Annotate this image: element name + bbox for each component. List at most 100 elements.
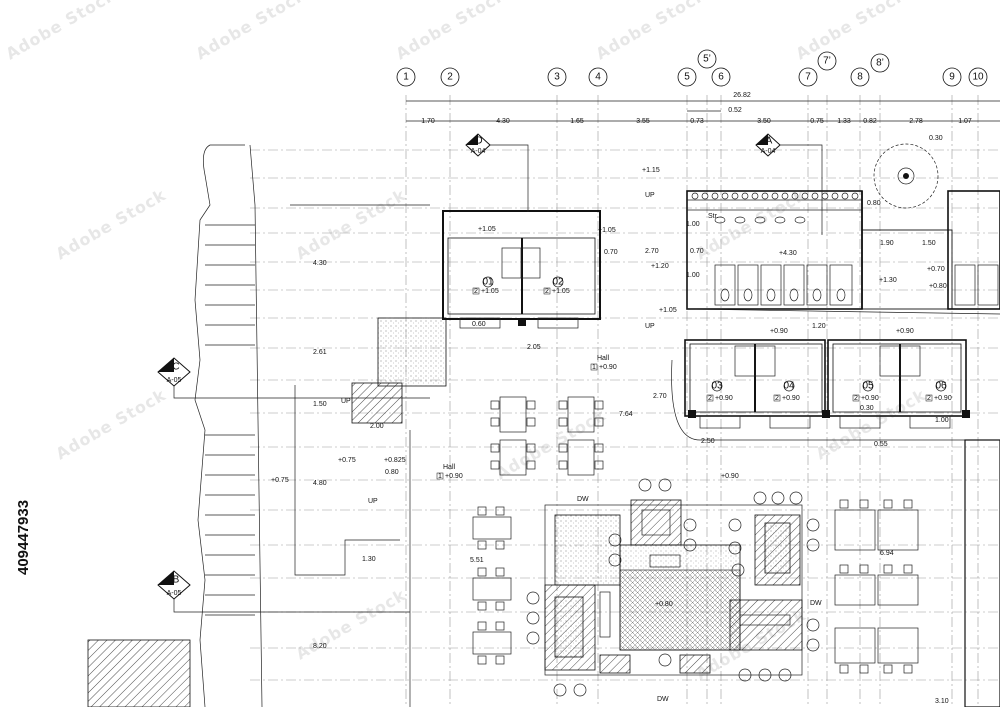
svg-text:+0.90: +0.90 xyxy=(445,473,463,480)
svg-text:+1.05: +1.05 xyxy=(478,226,496,233)
toilet-stalls xyxy=(714,264,853,306)
watermark-text: Adobe Stock xyxy=(53,185,170,263)
svg-text:05: 05 xyxy=(862,381,874,392)
svg-text:6.94: 6.94 xyxy=(880,550,894,557)
watermark-text: Adobe Stock xyxy=(393,0,510,63)
room-05: 05 2+0.90 xyxy=(852,381,879,402)
svg-text:3.50: 3.50 xyxy=(757,118,771,125)
svg-text:+0.70: +0.70 xyxy=(927,266,945,273)
svg-text:2.00: 2.00 xyxy=(370,423,384,430)
svg-text:C: C xyxy=(172,362,179,373)
svg-text:0.60: 0.60 xyxy=(472,321,486,328)
svg-text:+0.825: +0.825 xyxy=(384,457,406,464)
svg-text:0.30: 0.30 xyxy=(929,135,943,142)
watermark-text: Adobe Stock xyxy=(793,0,910,63)
svg-text:26.82: 26.82 xyxy=(733,92,751,99)
svg-text:+0.90: +0.90 xyxy=(599,364,617,371)
svg-text:8’: 8’ xyxy=(876,58,884,69)
svg-text:2.70: 2.70 xyxy=(653,393,667,400)
svg-text:2.05: 2.05 xyxy=(527,344,541,351)
grid-bubble-9: 9 xyxy=(942,67,962,87)
grid-bubbles: 1 2 3 4 5 5’ 6 7 7’ 8 8’ 9 10 xyxy=(396,49,988,87)
svg-text:2: 2 xyxy=(927,395,931,402)
svg-text:0.75: 0.75 xyxy=(810,118,824,125)
svg-text:0.73: 0.73 xyxy=(690,118,704,125)
svg-text:DW: DW xyxy=(577,496,589,503)
svg-text:0.30: 0.30 xyxy=(860,405,874,412)
grid-bubble-1: 1 xyxy=(396,67,416,87)
svg-text:1.00: 1.00 xyxy=(686,221,700,228)
svg-text:UP: UP xyxy=(368,498,378,505)
svg-text:UP: UP xyxy=(645,192,655,199)
svg-text:7.64: 7.64 xyxy=(619,411,633,418)
svg-text:Str.: Str. xyxy=(708,213,719,220)
dining-tables xyxy=(472,396,919,674)
svg-text:7: 7 xyxy=(805,72,811,83)
svg-text:+0.90: +0.90 xyxy=(715,395,733,402)
section-marker-a: A A-04 xyxy=(755,133,823,235)
svg-text:+0.90: +0.90 xyxy=(934,395,952,402)
watermark-text: Adobe Stock xyxy=(53,385,170,463)
svg-text:7’: 7’ xyxy=(823,56,831,67)
svg-text:5: 5 xyxy=(684,72,690,83)
section-marker-d: D A-04 xyxy=(465,133,529,212)
svg-text:1.00: 1.00 xyxy=(935,417,949,424)
grid-bubble-10: 10 xyxy=(968,67,988,87)
svg-text:2.78: 2.78 xyxy=(909,118,923,125)
grid-bubble-2: 2 xyxy=(440,67,460,87)
site-boundary xyxy=(87,144,430,707)
svg-text:1: 1 xyxy=(438,473,442,480)
watermark-text: Adobe Stock xyxy=(493,405,610,483)
svg-text:3: 3 xyxy=(554,72,560,83)
svg-text:1.50: 1.50 xyxy=(313,401,327,408)
svg-text:4: 4 xyxy=(595,72,601,83)
svg-text:1: 1 xyxy=(403,72,409,83)
svg-text:5’: 5’ xyxy=(703,54,711,65)
svg-text:1: 1 xyxy=(592,364,596,371)
svg-text:UP: UP xyxy=(645,323,655,330)
grid-bubble-3: 3 xyxy=(547,67,567,87)
svg-text:+0.90: +0.90 xyxy=(896,328,914,335)
svg-text:+1.05: +1.05 xyxy=(481,288,499,295)
svg-text:0.70: 0.70 xyxy=(604,249,618,256)
top-dimensions: 26.82 0.52 1.70 4.30 1.65 3.55 0.73 3.50… xyxy=(421,92,972,125)
svg-text:A-05: A-05 xyxy=(167,377,182,384)
svg-text:A: A xyxy=(766,136,773,147)
grid-bubble-7: 7 xyxy=(798,67,818,87)
svg-text:03: 03 xyxy=(711,381,723,392)
svg-text:+1.20: +1.20 xyxy=(651,263,669,270)
svg-text:D: D xyxy=(475,136,482,147)
svg-text:+0.90: +0.90 xyxy=(782,395,800,402)
grid-bubble-7p: 7’ xyxy=(817,51,837,71)
grid-bubble-8: 8 xyxy=(850,67,870,87)
hall-label-1: Hall xyxy=(597,355,610,362)
svg-text:+0.75: +0.75 xyxy=(271,477,289,484)
building-walls xyxy=(351,143,1000,707)
svg-text:2: 2 xyxy=(775,395,779,402)
sink-row xyxy=(691,192,859,224)
room-labels: 01 2+1.05 02 2+1.05 03 2+0.90 04 2+0.90 … xyxy=(472,277,952,402)
svg-text:2: 2 xyxy=(708,395,712,402)
svg-text:0.70: 0.70 xyxy=(690,248,704,255)
hall-label-2: Hall xyxy=(443,464,456,471)
grid-bubble-5p: 5’ xyxy=(697,49,717,69)
central-plaza xyxy=(526,478,820,697)
svg-text:+0.80: +0.80 xyxy=(929,283,947,290)
svg-text:1.20: 1.20 xyxy=(812,323,826,330)
svg-text:6: 6 xyxy=(718,72,724,83)
svg-text:+0.90: +0.90 xyxy=(770,328,788,335)
grid-bubble-6: 6 xyxy=(711,67,731,87)
svg-text:8.20: 8.20 xyxy=(313,643,327,650)
svg-text:0.52: 0.52 xyxy=(728,107,742,114)
svg-text:A-04: A-04 xyxy=(471,148,486,155)
svg-text:3.55: 3.55 xyxy=(636,118,650,125)
svg-text:8: 8 xyxy=(857,72,863,83)
watermark-text: Adobe Stock xyxy=(293,585,410,663)
grid-bubble-5: 5 xyxy=(677,67,697,87)
svg-text:+1.30: +1.30 xyxy=(879,277,897,284)
svg-text:A-04: A-04 xyxy=(761,148,776,155)
room-02: 02 2+1.05 xyxy=(543,277,570,295)
svg-text:0.55: 0.55 xyxy=(874,441,888,448)
svg-text:2: 2 xyxy=(474,288,478,295)
svg-text:2.50: 2.50 xyxy=(701,438,715,445)
